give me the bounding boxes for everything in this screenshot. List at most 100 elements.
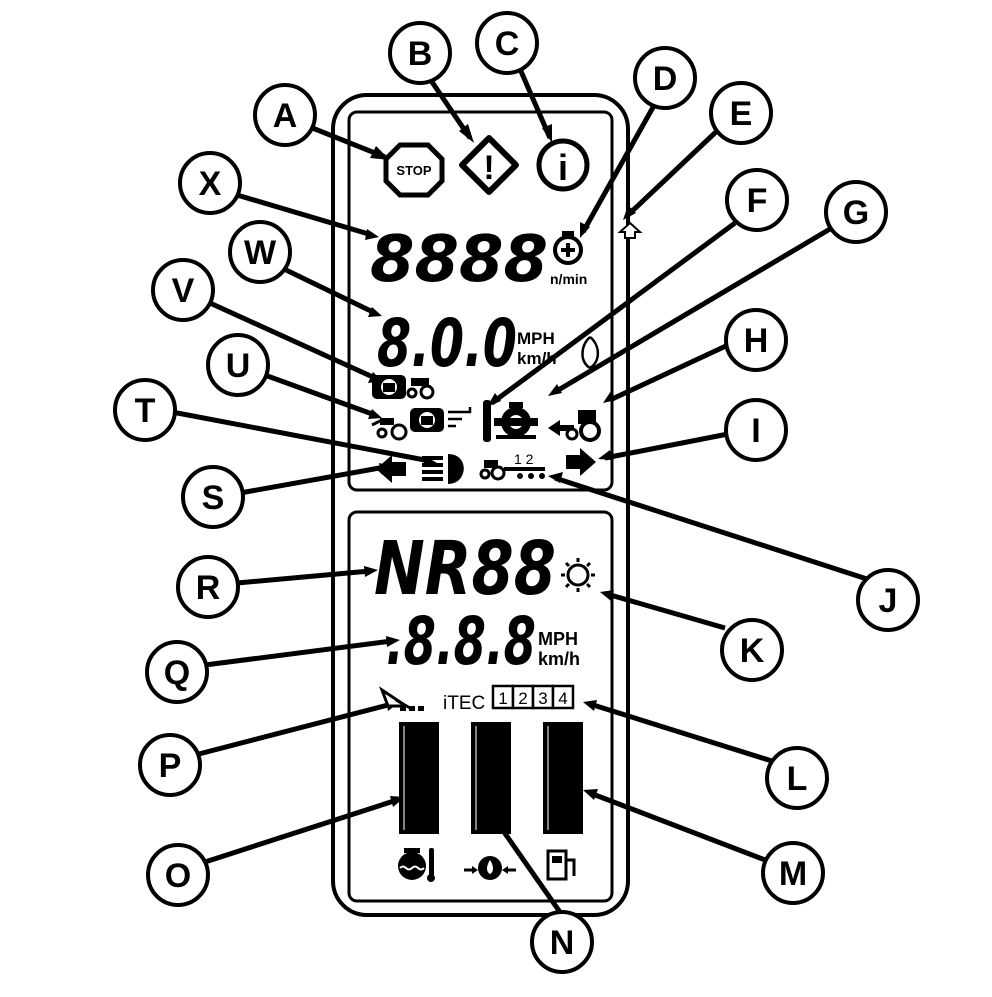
ground-speed-readout: 8.0.0 — [377, 305, 517, 382]
callout-circle-D — [633, 46, 697, 110]
leader-line-F — [490, 220, 737, 406]
callout-H: H — [744, 322, 769, 360]
leader-line-U — [261, 371, 376, 418]
callout-circle-C — [475, 11, 539, 75]
engine-rpm-readout: 8888 — [370, 223, 548, 297]
coolant-temperature-icon — [398, 848, 435, 882]
lower-panel-frame — [347, 510, 614, 903]
leader-line-M — [589, 790, 766, 863]
rear-hitch-icon — [410, 408, 444, 432]
leader-line-T — [171, 409, 431, 464]
lower-speed-readout: .8.8.8 — [386, 603, 536, 680]
leader-line-S — [239, 464, 386, 496]
itec-sequence-boxes — [491, 684, 575, 710]
coolant-gauge — [399, 722, 439, 834]
callout-circle-G — [824, 180, 888, 244]
wheel-slip-icon — [581, 336, 600, 370]
arrowhead-I — [598, 450, 612, 460]
callout-circles — [113, 11, 920, 974]
callout-circle-A — [253, 83, 317, 147]
callout-circle-W — [228, 220, 292, 284]
callout-circle-J — [856, 568, 920, 632]
callout-T: T — [135, 392, 156, 430]
itec-sequence-4: 4 — [558, 689, 567, 708]
callout-J: J — [879, 582, 898, 620]
pto-icon — [494, 402, 538, 439]
callout-circle-M — [761, 841, 825, 905]
leader-line-O — [204, 797, 398, 865]
hitch-height-bar-icon — [483, 400, 491, 442]
airflow-icon — [448, 407, 472, 428]
leader-line-D — [580, 100, 659, 234]
callout-A: A — [273, 97, 298, 135]
callout-W: W — [244, 234, 277, 272]
leader-line-J — [554, 475, 871, 583]
leader-line-L — [589, 701, 776, 765]
callout-circle-X — [178, 151, 242, 215]
callout-circle-N — [530, 910, 594, 974]
callout-S: S — [202, 479, 225, 517]
callout-circle-S — [181, 465, 245, 529]
callout-circle-V — [151, 258, 215, 322]
itec-label: iTEC — [443, 693, 485, 714]
leader-line-Q — [204, 638, 393, 668]
right-turn-signal-icon — [566, 448, 596, 476]
leader-line-V — [208, 300, 377, 381]
callout-circle-R — [176, 555, 240, 619]
callout-X: X — [199, 165, 222, 203]
engine-rpm-icon: n/min — [550, 231, 587, 287]
lower-unit-kmh: km/h — [538, 649, 580, 669]
callout-circle-T — [113, 378, 177, 442]
leader-line-G — [553, 226, 832, 395]
callout-circle-L — [765, 746, 829, 810]
arrowhead-X — [365, 229, 379, 240]
fuel-gauge — [543, 722, 583, 834]
fuel-icon — [546, 849, 576, 881]
callout-circle-E — [709, 81, 773, 145]
tractor-small-icon — [406, 378, 435, 400]
rpm-unit: n/min — [550, 271, 587, 287]
leader-line-H — [608, 342, 730, 403]
callout-B: B — [408, 35, 433, 73]
callout-circle-K — [720, 618, 784, 682]
tractor-reverse-icon — [548, 410, 601, 442]
itec-sequence-3: 3 — [538, 689, 547, 708]
arrowhead-U — [368, 409, 382, 419]
oil-pressure-icon — [464, 856, 516, 880]
caution-glyph: ! — [483, 149, 494, 187]
callout-F: F — [747, 182, 768, 220]
callout-M: M — [779, 855, 807, 893]
arrowhead-L — [583, 700, 597, 711]
arrowhead-D — [580, 222, 590, 238]
callout-circle-B — [388, 21, 452, 85]
arrowhead-C — [542, 124, 552, 143]
callout-P: P — [159, 747, 182, 785]
callout-letters: A B C D E F G H I J K L M N O P Q R S T … — [135, 25, 898, 962]
leader-line-P — [194, 701, 393, 758]
arrowhead-Q — [386, 636, 400, 647]
leader-arrowheads — [364, 124, 636, 831]
implement-numbers: 1 2 — [514, 451, 534, 467]
tractor-implement-icon — [371, 418, 408, 441]
display-outer-frame — [331, 93, 630, 917]
sun-icon — [561, 558, 595, 592]
arrowhead-K — [600, 590, 614, 601]
callout-circle-F — [725, 168, 789, 232]
itec-sequence-2: 2 — [518, 689, 527, 708]
leader-line-N — [494, 820, 565, 917]
gear-readout: NR88 — [374, 526, 556, 612]
trailer-icon: 1 2 — [479, 451, 545, 481]
callout-circle-Q — [145, 640, 209, 704]
hitch-position-icon — [372, 375, 406, 399]
callout-Q: Q — [164, 654, 190, 692]
callout-I: I — [751, 412, 760, 450]
stop-sign-icon: STOP — [383, 142, 445, 198]
caution-icon: ! — [459, 135, 519, 195]
arrowhead-G — [548, 384, 562, 396]
arrowhead-H — [603, 391, 616, 403]
callout-G: G — [843, 194, 869, 232]
leader-line-C — [517, 68, 553, 139]
arrowhead-R — [364, 566, 378, 577]
itec-sequence-1: 1 — [498, 689, 507, 708]
